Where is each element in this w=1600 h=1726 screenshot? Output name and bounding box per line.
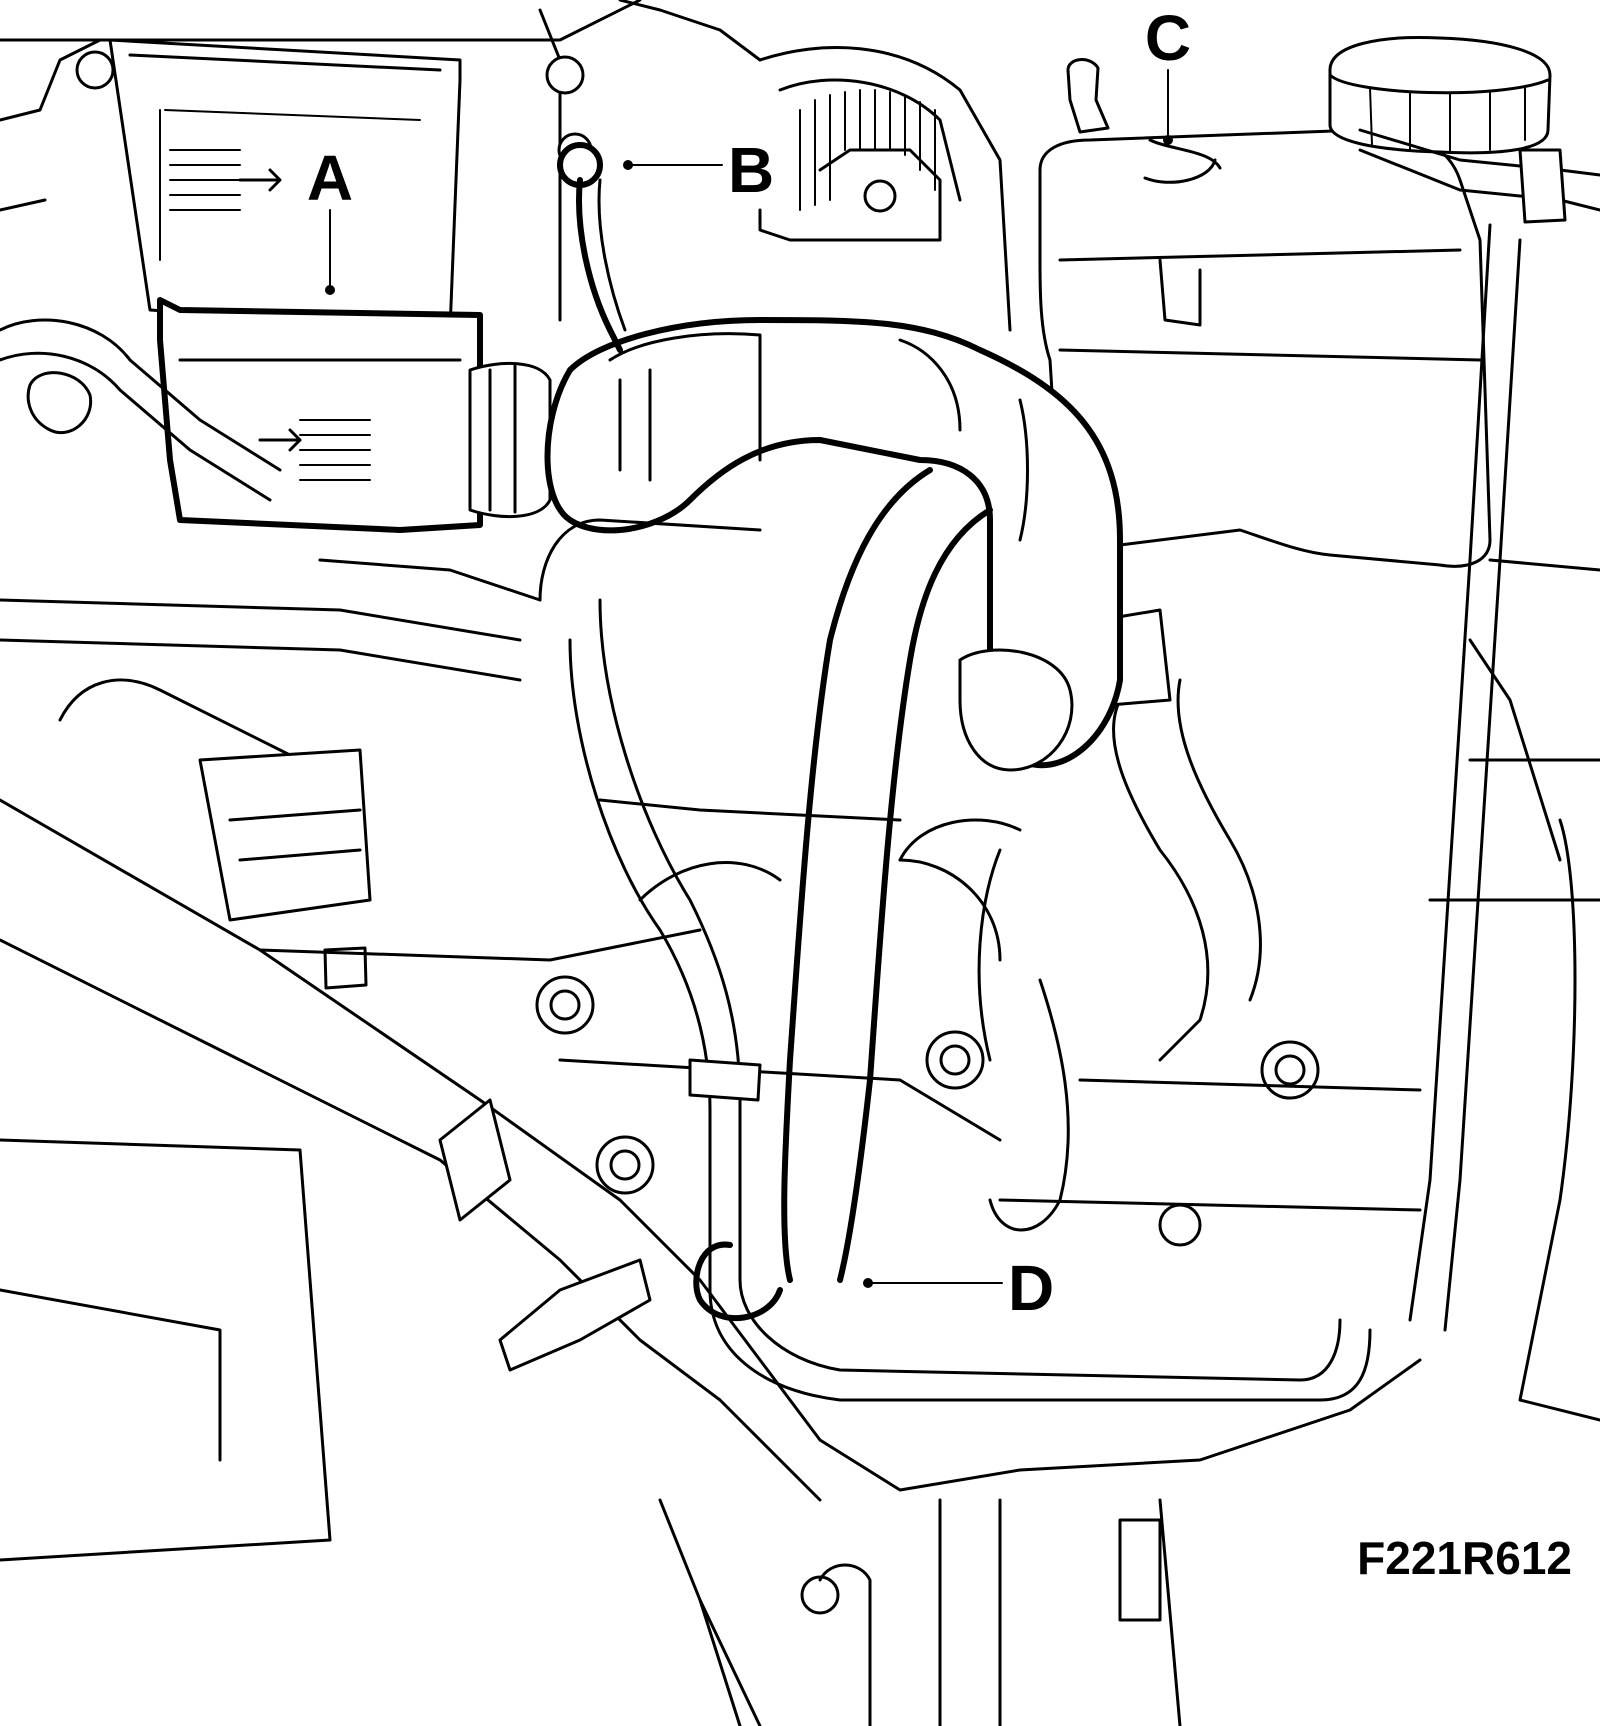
callout-c: C xyxy=(1145,2,1191,145)
callout-label-a: A xyxy=(307,142,353,214)
callout-label-c: C xyxy=(1145,2,1191,74)
coolant-pipe-d xyxy=(538,467,1372,1402)
intake-hose xyxy=(544,317,1123,772)
callout-d: D xyxy=(863,1252,1054,1324)
callout-label-b: B xyxy=(728,134,774,206)
callout-b: B xyxy=(623,134,774,206)
ground-wire-b xyxy=(557,142,627,353)
callout-label-d: D xyxy=(1008,1252,1054,1324)
figure-code: F221R612 xyxy=(1357,1532,1572,1584)
callout-a: A xyxy=(307,142,353,295)
